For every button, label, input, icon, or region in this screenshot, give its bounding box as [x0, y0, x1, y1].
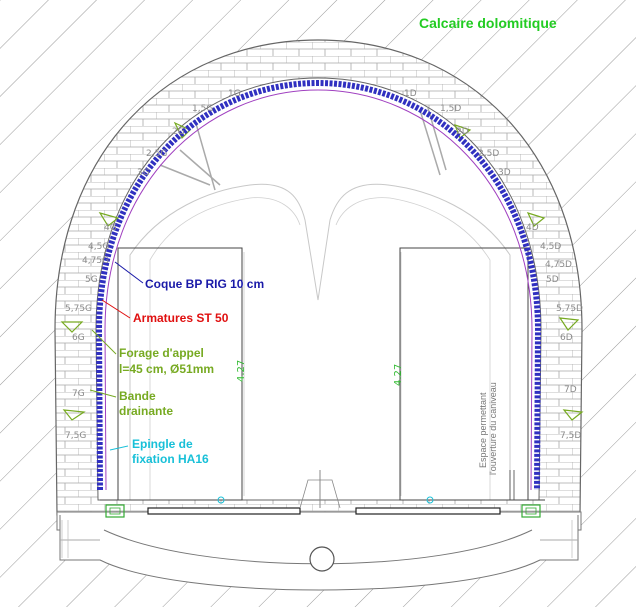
callout-bande-line1: Bande: [119, 389, 156, 403]
station-label: 3D: [498, 168, 511, 178]
station-label: 4G: [104, 223, 117, 233]
callout-bande-line2: drainante: [119, 404, 173, 418]
callout-armatures: Armatures ST 50: [133, 311, 229, 325]
station-label: 5,75D: [556, 304, 583, 314]
station-label: 2,5D: [478, 149, 499, 159]
callout-coque: Coque BP RIG 10 cm: [145, 277, 264, 291]
station-label: 1,5G: [192, 104, 213, 114]
callout-forage-line2: l=45 cm, Ø51mm: [119, 362, 214, 376]
station-label: 1G: [228, 89, 241, 99]
rock-type-label: Calcaire dolomitique: [419, 15, 557, 31]
station-label: 2,5G: [146, 149, 167, 159]
station-label: 5D: [546, 275, 559, 285]
gutter-note-line1: Espace permettant: [478, 392, 488, 468]
callout-epingle-line1: Epingle de: [132, 437, 193, 451]
callout-forage-line1: Forage d'appel: [119, 346, 204, 360]
station-label: 7,5G: [65, 431, 86, 441]
station-label: 4,5D: [540, 242, 561, 252]
station-label: 4,75G: [82, 256, 109, 266]
left-height-dimension: 4.27: [236, 360, 247, 382]
station-label: 1D: [404, 89, 417, 99]
forage-markers: [60, 121, 584, 421]
road-slabs: [147, 507, 501, 515]
clearance-envelope: [129, 183, 511, 500]
station-label: 4,5G: [88, 242, 109, 252]
station-labels: 1G 1,5G 2G 2,5G 3G 4G 4,5G 4,75G 5G 5,75…: [65, 89, 583, 441]
station-label: 2G: [172, 127, 185, 137]
station-label: 3G: [137, 168, 150, 178]
gutter-note-line2: l'ouverture du caniveau: [488, 382, 498, 475]
callout-leaders: [89, 261, 144, 451]
invert-base: [56, 511, 582, 591]
station-label: 4,75D: [545, 260, 572, 270]
drain-pipe-circle: [309, 546, 335, 572]
foot-drains: [105, 504, 541, 518]
station-label: 2D: [456, 127, 469, 137]
callout-epingle-line2: fixation HA16: [132, 452, 209, 466]
right-height-dimension: 4.27: [393, 364, 404, 386]
station-label: 5G: [85, 275, 98, 285]
station-label: 7G: [72, 389, 85, 399]
callouts: Calcaire dolomitique Coque BP RIG 10 cm …: [119, 15, 557, 466]
station-label: 7D: [564, 385, 577, 395]
station-label: 7,5D: [560, 431, 581, 441]
station-label: 4D: [526, 223, 539, 233]
station-label: 1,5D: [440, 104, 461, 114]
station-label: 5,75G: [65, 304, 92, 314]
dimension-labels: 4.27 4.27: [236, 252, 404, 496]
lining-shell: [95, 79, 542, 491]
station-label: 6D: [560, 333, 573, 343]
gutter-note: Espace permettant l'ouverture du canivea…: [478, 382, 515, 500]
vehicle-gauges: [100, 247, 545, 509]
station-label: 6G: [72, 333, 85, 343]
